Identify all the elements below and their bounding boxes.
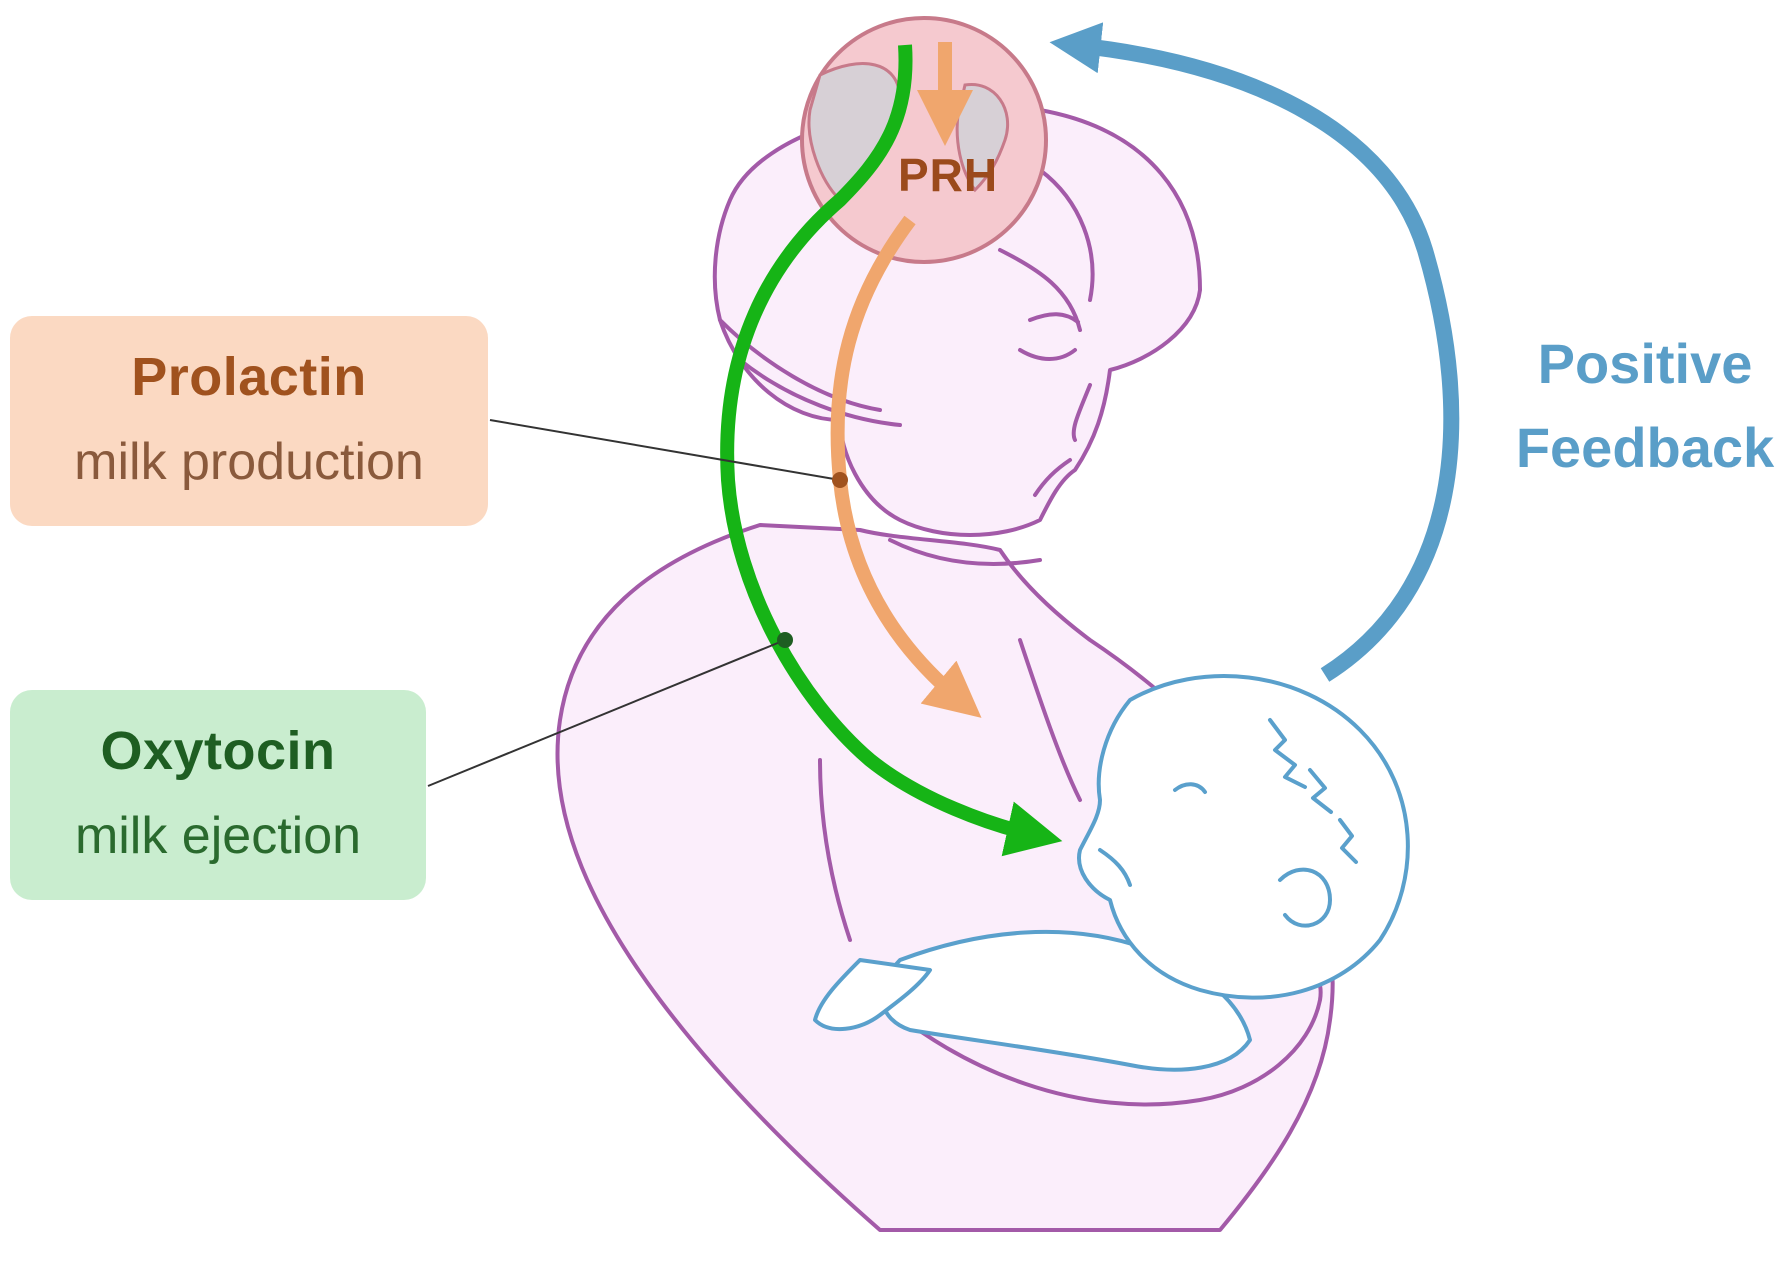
prolactin-callout: Prolactin milk production: [10, 316, 488, 526]
feedback-line-1: Positive: [1500, 322, 1785, 406]
positive-feedback-label: Positive Feedback: [1500, 322, 1785, 490]
oxytocin-title: Oxytocin: [10, 720, 426, 782]
prolactin-leader-line: [490, 420, 840, 480]
feedback-line-2: Feedback: [1500, 406, 1785, 490]
prolactin-title: Prolactin: [10, 346, 488, 408]
prolactin-subtitle: milk production: [10, 432, 488, 492]
prh-label: PRH: [898, 148, 998, 202]
oxytocin-subtitle: milk ejection: [10, 806, 426, 866]
oxytocin-callout: Oxytocin milk ejection: [10, 690, 426, 900]
prolactin-leader-dot: [832, 472, 848, 488]
oxytocin-leader-dot: [777, 632, 793, 648]
brain-region: [802, 18, 1046, 262]
